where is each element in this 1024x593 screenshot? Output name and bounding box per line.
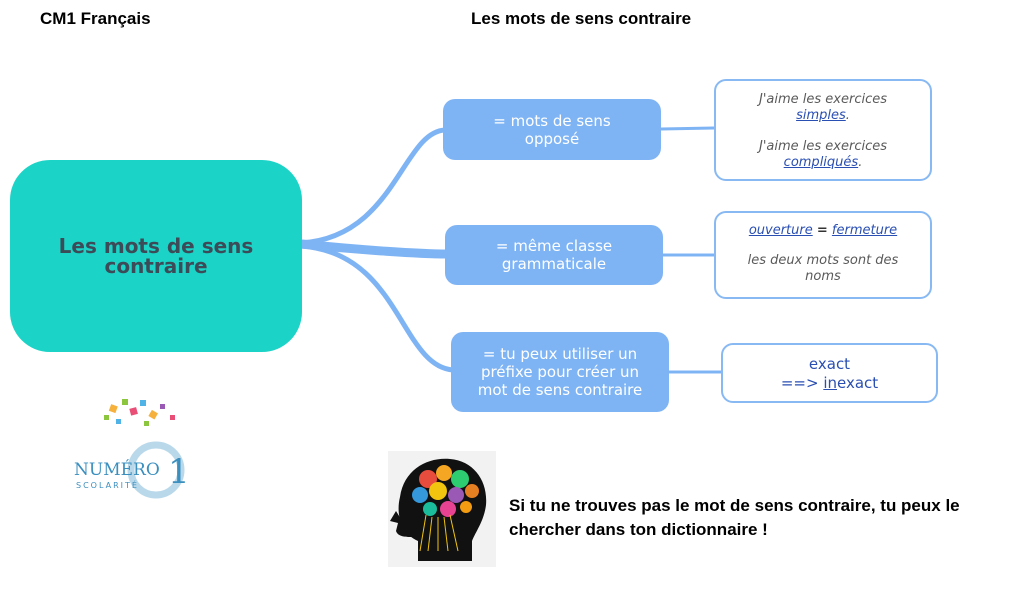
page-title: Les mots de sens contraire: [471, 9, 692, 28]
example-word-rest: exact: [837, 374, 879, 392]
example-text: J'aime les exercices: [758, 92, 887, 107]
head-brain-icon: [388, 451, 496, 567]
central-node: Les mots de sens contraire: [10, 160, 302, 352]
example-word-compliques: compliqués: [783, 155, 859, 170]
central-node-label: Les mots de sens contraire: [58, 234, 254, 278]
equals-sign: =: [816, 223, 828, 238]
example-note: les deux mots sont des noms: [747, 253, 899, 284]
connector-branch-1: [297, 127, 448, 246]
branch-node-opposite: = mots de sens opposé: [443, 99, 661, 160]
subject-label: CM1 Français: [40, 9, 151, 28]
numero1-logo: NUMÉRO 1 SCOLARITÉ: [74, 399, 190, 499]
connector-branch-3: [297, 243, 456, 373]
arrow-text: ==>: [780, 374, 819, 392]
prefix-in: in: [823, 374, 837, 392]
connector-main: [297, 239, 452, 259]
connector-leaf-1: [659, 126, 716, 131]
logo-text-sub: SCOLARITÉ: [76, 479, 139, 490]
example-box-grammar: ouverture = fermeture les deux mots sont…: [714, 211, 932, 299]
example-word-fermeture: fermeture: [831, 223, 898, 238]
branch-node-prefix: = tu peux utiliser un préfixe pour créer…: [451, 332, 669, 412]
branch-label: = tu peux utiliser un préfixe pour créer…: [477, 345, 643, 399]
logo-confetti-icon: [104, 399, 175, 426]
example-text: J'aime les exercices: [758, 139, 887, 154]
logo-ring: [127, 441, 185, 499]
branch-label: = mots de sens opposé: [493, 111, 611, 148]
example-word-ouverture: ouverture: [748, 223, 813, 238]
brain-bubbles: [412, 465, 479, 517]
logo-digit: 1: [168, 452, 190, 492]
branch-node-grammar: = même classe grammaticale: [445, 225, 663, 285]
dictionary-tip: Si tu ne trouves pas le mot de sens cont…: [509, 496, 960, 539]
example-word-exact: exact: [808, 355, 851, 373]
logo-text-main: NUMÉRO: [74, 459, 160, 480]
example-box-opposite: J'aime les exercices simples. J'aime les…: [714, 79, 932, 181]
punctuation: .: [845, 108, 850, 123]
punctuation: .: [858, 155, 863, 170]
example-word-simples: simples: [796, 108, 846, 123]
example-box-prefix: exact ==> inexact: [721, 343, 938, 403]
branch-label: = même classe grammaticale: [495, 237, 613, 273]
